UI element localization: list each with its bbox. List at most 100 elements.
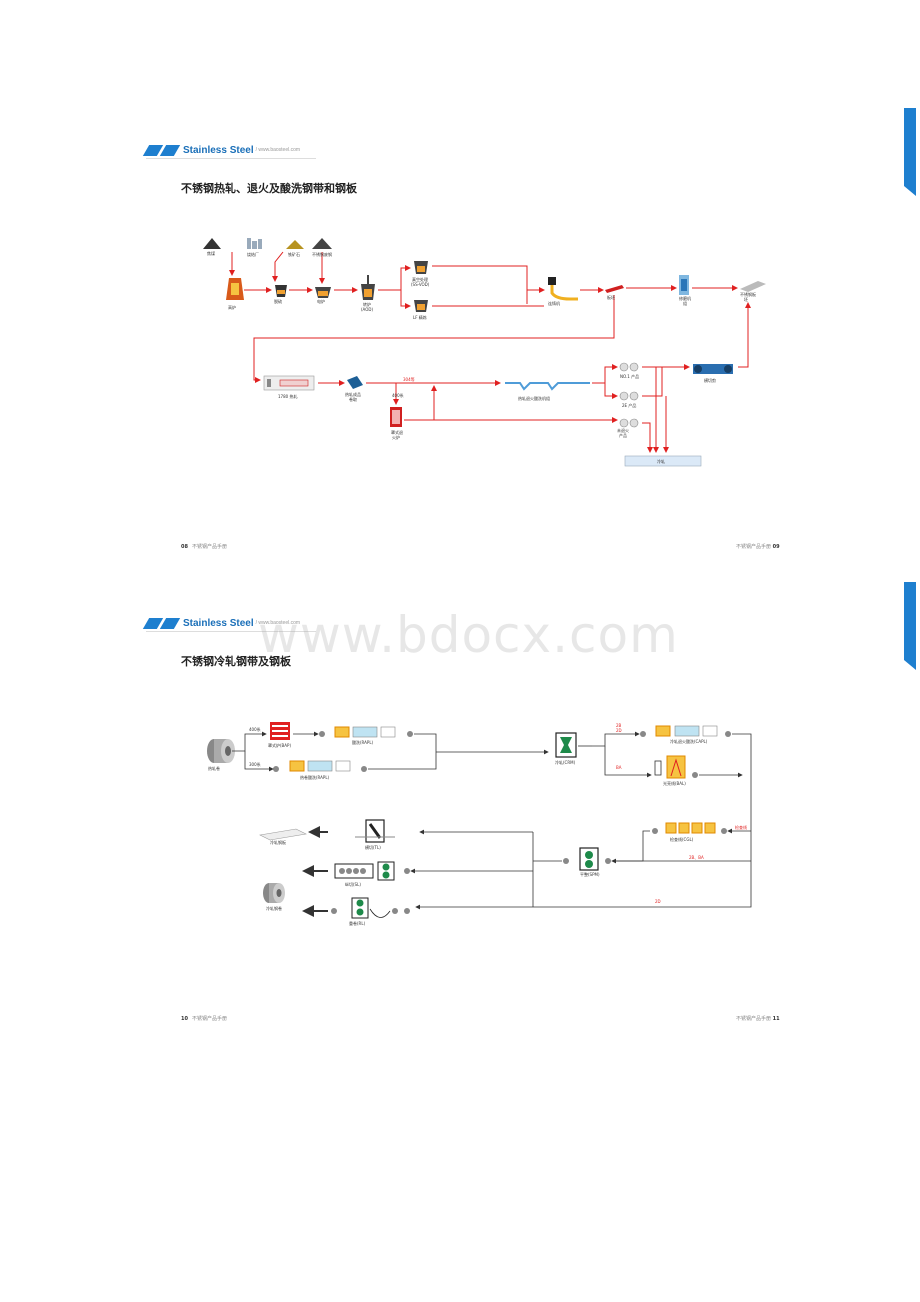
label-shear: 横切剪: [704, 377, 716, 383]
label-grinder-line2: 组: [683, 300, 687, 306]
flow-label-ba: BA: [616, 765, 622, 770]
footer-left-page-num: 10: [181, 1016, 188, 1022]
label-mill-1780: 1780 热轧: [278, 393, 297, 399]
label-hot-coil: 热轧卷: [208, 765, 220, 771]
label-2e: 2E 产品: [622, 402, 636, 408]
flow-label-2d-bottom: 2D: [655, 899, 661, 904]
sinter-plant-icon: [247, 238, 262, 249]
label-eaf: 电炉: [317, 298, 325, 304]
footer-right: 不锈钢产品手册 11: [736, 1015, 784, 1022]
cold-mill-icon: [555, 732, 577, 758]
footer-right-page-num: 09: [772, 544, 780, 550]
footer-right-text: 不锈钢产品手册: [736, 544, 772, 550]
label-batch-line1: 罩式退: [391, 429, 403, 435]
label-non-annealed-line2: 产品: [619, 432, 627, 438]
brand-header: Stainless Steel / www.baosteel.com: [142, 616, 301, 630]
footer-left-text: 不锈钢产品手册: [191, 1016, 227, 1022]
header-rule: [146, 158, 316, 159]
skin-pass-mill-icon: [563, 847, 611, 871]
cold-rolling-flowchart: 热轧卷 400系 300系 罩式炉(BAP) 酸洗(RAPL) 热卷酸洗(RAP…: [207, 722, 752, 926]
slab-icon: [605, 285, 624, 293]
batch-furnace-icon: [390, 407, 402, 427]
flow-label-2d: 2D: [616, 728, 622, 733]
page-title: 不锈钢冷轧钢带及钢板: [181, 655, 291, 668]
capl-line-icon: [640, 725, 731, 737]
ladle-icon: [275, 285, 287, 297]
shear-line-icon: [693, 364, 733, 374]
label-coiler-line2: 卷取: [349, 396, 357, 402]
coiler-icon: [347, 376, 363, 389]
scrap-pile-icon: [312, 238, 332, 249]
label-bap: 罩式炉(BAP): [268, 742, 291, 748]
label-product-slab-line1: 不锈钢板: [740, 291, 756, 297]
lf-ladle-icon: [414, 300, 428, 312]
slitting-line-icon: [334, 861, 410, 881]
label-coal: 焦煤: [207, 250, 215, 256]
cold-coil-icon: [263, 883, 285, 903]
ba-line-icon: [654, 755, 698, 779]
page-title: 不锈钢热轧、退火及酸洗钢带和钢板: [181, 182, 357, 195]
watermark: www.bdocx.com: [258, 606, 679, 664]
grinder-icon: [679, 275, 689, 295]
bap-furnace-icon: [270, 722, 290, 740]
label-lf: LF 精炼: [413, 314, 427, 320]
flow-label-304: 304等: [403, 376, 415, 382]
brand-url: / www.baosteel.com: [255, 620, 301, 626]
flow-lines: [229, 251, 751, 453]
label-apl2: 热卷酸洗(RAPL): [300, 774, 330, 780]
no1-coils-icon: [619, 362, 639, 372]
ore-pile-icon: [286, 240, 304, 249]
flow-label-300: 300系: [249, 761, 261, 767]
label-caster: 连铸机: [548, 300, 560, 306]
label-skin-pass: 平整(SPM): [580, 871, 600, 877]
label-grinder: 修磨机组: [679, 295, 691, 306]
apl2-line-icon: [273, 760, 367, 772]
header-rule: [146, 631, 316, 632]
hot-mill-1780-icon: [263, 375, 315, 391]
label-sl: 纵切(SL): [345, 881, 361, 887]
label-batch-furnace: 罩式退火炉: [391, 429, 403, 440]
brand-name: Stainless Steel: [183, 617, 254, 629]
label-coiler: 热轧成品卷取: [345, 391, 361, 402]
flow-label-2b: 2B: [616, 723, 622, 728]
brand-url: / www.baosteel.com: [255, 147, 301, 153]
label-vod-line1: 真空处理: [412, 276, 428, 282]
label-blast-furnace: 高炉: [228, 304, 236, 310]
vod-vessel-icon: [414, 261, 428, 274]
label-slab: 板坯: [607, 294, 615, 300]
label-aod-line1: 转炉: [363, 301, 371, 307]
footer-right: 不锈钢产品手册 09: [736, 543, 784, 550]
flow-label-2b-ba: 2B、BA: [689, 855, 704, 860]
label-coiler-line1: 热轧成品: [345, 391, 361, 397]
blast-furnace-icon: [226, 278, 244, 300]
label-ore: 铁矿石: [288, 251, 300, 257]
label-desulf: 脱硫: [274, 298, 282, 304]
label-aod-line2: (AOD): [361, 307, 373, 312]
cgl-line-icon: [652, 822, 727, 834]
brand-name: Stainless Steel: [183, 144, 254, 156]
flow-label-400: 400系: [249, 726, 261, 732]
label-cold-mill: 冷轧(CRM): [555, 759, 576, 765]
label-cgl: 检查线(CGL): [670, 836, 694, 842]
recoiling-line-icon: [331, 897, 410, 919]
footer-left-text: 不锈钢产品手册: [191, 544, 227, 550]
product-slab-icon: [740, 281, 766, 292]
hot-coil-icon: [207, 739, 235, 763]
label-aod: 转炉(AOD): [361, 301, 373, 312]
label-product-slab-line2: 坯: [744, 296, 748, 302]
aod-converter-icon: [361, 275, 375, 300]
2e-coils-icon: [619, 391, 639, 401]
label-apl: 热轧退火酸洗机组: [518, 395, 550, 401]
flow-label-inspection: 检查线: [735, 824, 747, 830]
flow-label-400: 400系: [392, 392, 404, 398]
non-annealed-coils-icon: [619, 418, 639, 428]
eaf-icon: [315, 287, 331, 298]
page-2: Stainless Steel / www.baosteel.com 不锈钢冷轧…: [0, 580, 920, 1302]
label-sinter: 烧结厂: [247, 251, 259, 257]
label-non-annealed: 未退火产品: [617, 427, 629, 438]
label-grinder-line1: 修磨机: [679, 295, 691, 301]
cold-sheet-icon: [259, 828, 307, 841]
page-tab-marker: [904, 108, 916, 196]
footer-left-page-num: 08: [181, 544, 188, 550]
